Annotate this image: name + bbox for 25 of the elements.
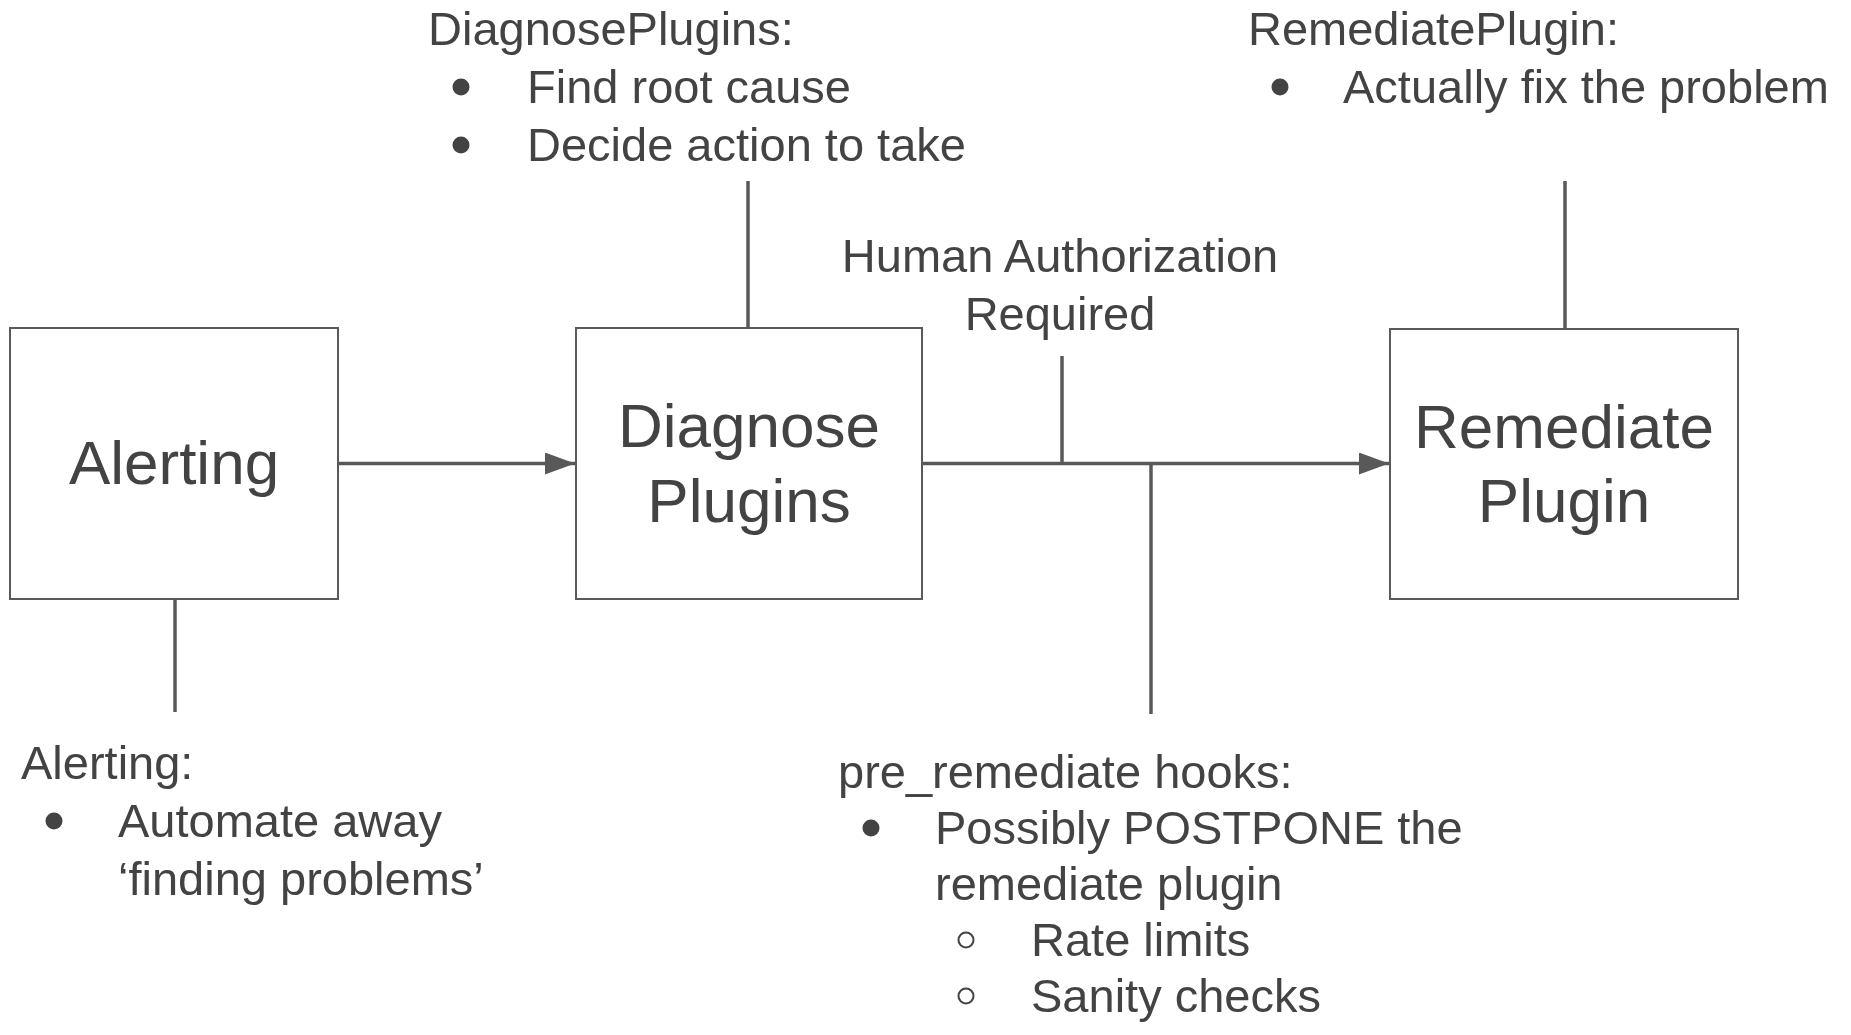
callout-heading: Human Authorization Required — [841, 229, 1279, 340]
bullet-text: Sanity checks — [1031, 968, 1321, 1024]
process-box — [575, 327, 923, 600]
process-box — [1389, 328, 1739, 600]
box-label: Alerting — [67, 427, 281, 500]
bullet-text: Decide action to take — [527, 117, 966, 173]
bullet-text: Automate away ‘finding problems’ — [118, 793, 485, 907]
bullet-text: Actually fix the problem — [1343, 59, 1829, 115]
box-label: Diagnose Plugins — [617, 390, 881, 537]
arrow — [339, 452, 575, 475]
leader-line — [1149, 465, 1153, 714]
arrow — [923, 452, 1389, 475]
callout-heading: pre_remediate hooks: — [838, 744, 1293, 800]
bullet-text: Possibly POSTPONE the remediate plugin — [935, 800, 1464, 912]
leader-line — [173, 600, 177, 712]
bullet-text: Find root cause — [527, 59, 851, 115]
callout-heading: Alerting: — [21, 735, 194, 791]
box-label: Remediate Plugin — [1413, 390, 1715, 537]
callout-heading: DiagnosePlugins: — [428, 1, 794, 57]
process-box — [9, 327, 339, 600]
leader-line — [1563, 181, 1567, 328]
leader-line — [1060, 356, 1064, 462]
leader-line — [746, 181, 750, 327]
callout-heading: RemediatePlugin: — [1248, 1, 1619, 57]
bullet-text: Rate limits — [1031, 912, 1251, 968]
